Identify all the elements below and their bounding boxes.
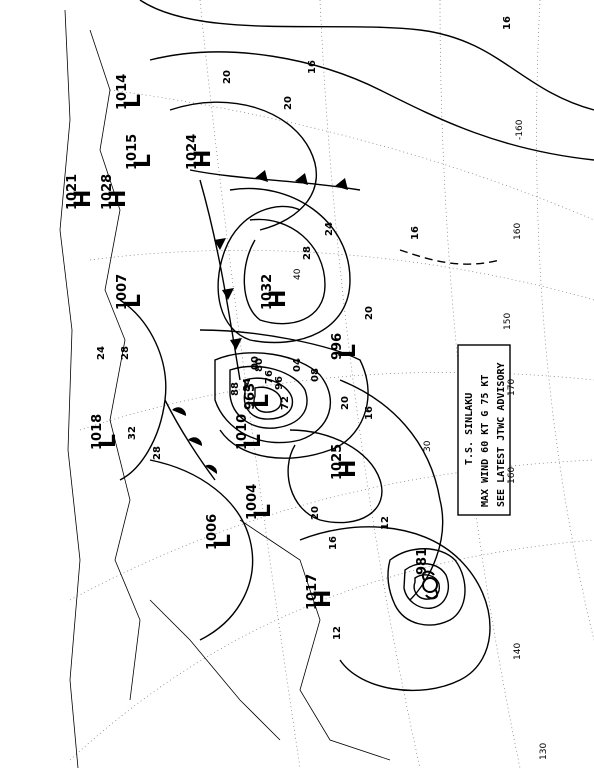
isobar-label: 16 <box>502 16 513 30</box>
center-value: 1032 <box>260 274 275 310</box>
typhoon-pressure: 981 <box>415 548 430 575</box>
center-symbol: L <box>96 434 121 448</box>
center-symbol: L <box>121 294 146 308</box>
center-value: 1021 <box>65 174 80 210</box>
isobars <box>119 0 594 692</box>
advisory-line-1: T.S. SINLAKU <box>464 393 475 465</box>
center-symbol: H <box>266 290 291 308</box>
center-symbol: L <box>211 534 236 548</box>
center-value: 1004 <box>245 484 260 520</box>
center-value: 1014 <box>115 74 130 110</box>
center-symbol: L <box>251 504 276 518</box>
grid-label: 140 <box>513 643 523 660</box>
isobar-label: 24 <box>96 346 107 360</box>
isobar-label: 16 <box>328 536 339 550</box>
center-symbol: L <box>121 94 146 108</box>
center-symbol: L <box>131 154 156 168</box>
center-symbol: L <box>249 394 274 408</box>
isobar-label: 12 <box>380 516 391 530</box>
grid-label: 150 <box>503 313 513 330</box>
isobar-label: 84 <box>242 378 253 392</box>
fronts <box>164 169 501 481</box>
isobar-label: 20 <box>340 396 351 410</box>
grid-label: 170 <box>507 379 517 396</box>
grid-label: 160 <box>507 467 517 484</box>
center-symbol: H <box>191 150 216 168</box>
center-symbol: H <box>336 460 361 478</box>
center-value: 1015 <box>125 134 140 170</box>
grid-label: -160 <box>515 119 525 140</box>
center-value: 1025 <box>330 444 345 480</box>
isobar-label: 16 <box>364 406 375 420</box>
isobar-label: 12 <box>332 626 343 640</box>
center-value: 1018 <box>90 414 105 450</box>
center-value: 996 <box>330 333 345 360</box>
center-symbol: L <box>241 434 266 448</box>
isobar-label: 16 <box>410 226 421 240</box>
isobar-label: 00 <box>250 356 261 370</box>
grid-label: 40 <box>293 268 303 280</box>
isobar-label: 88 <box>230 382 241 396</box>
center-symbol: H <box>71 190 96 208</box>
storm-advisory-box: T.S. SINLAKU MAX WIND 60 KT G 75 KT SEE … <box>457 344 511 516</box>
grid-labels: 130 140 160 170 160 -160 150 30 40 <box>293 119 549 760</box>
grid-label: 160 <box>513 223 523 240</box>
center-value: 1028 <box>100 174 115 210</box>
advisory-line-3: SEE LATEST JTWC ADVISORY <box>496 363 507 508</box>
center-symbol: L <box>336 344 361 358</box>
isobar-label: 76 <box>264 370 275 384</box>
isobar-label: 16 <box>307 60 318 74</box>
center-value: 1010 <box>235 414 250 450</box>
isobar-label: 20 <box>364 306 375 320</box>
isobar-label: 28 <box>152 446 163 460</box>
isobar-label: 20 <box>222 70 233 84</box>
advisory-line-2: MAX WIND 60 KT G 75 KT <box>480 375 491 507</box>
center-value: 1006 <box>205 514 220 550</box>
isobar-label: 04 <box>292 358 303 372</box>
isobar-label: 20 <box>310 506 321 520</box>
typhoon-symbol: 981 <box>415 548 439 600</box>
coastlines <box>59 9 391 768</box>
center-value: 1024 <box>185 134 200 170</box>
isobar-label: 80 <box>254 358 265 372</box>
isobar-label: 24 <box>324 222 335 236</box>
isobar-labels: 20 16 20 24 28 20 16 12 12 16 20 16 20 3… <box>96 16 513 640</box>
grid-label: 130 <box>539 743 549 760</box>
isobar-label: 96 <box>274 376 285 390</box>
center-value: 1007 <box>115 274 130 310</box>
center-symbol: H <box>106 190 131 208</box>
isobar-label: 72 <box>280 396 291 410</box>
pressure-centers: H 1032 H 1024 H 1025 H 1017 L 963 L 996 … <box>65 74 361 610</box>
isobar-label: 32 <box>127 426 138 440</box>
isobar-label: 08 <box>310 368 321 382</box>
isobar-label: 20 <box>283 96 294 110</box>
isobar-label: 28 <box>120 346 131 360</box>
isobar-label: 28 <box>302 246 313 260</box>
center-value: 963 <box>243 383 258 410</box>
center-symbol: H <box>311 590 336 608</box>
center-value: 1017 <box>305 574 320 610</box>
grid-label: 30 <box>423 440 433 452</box>
